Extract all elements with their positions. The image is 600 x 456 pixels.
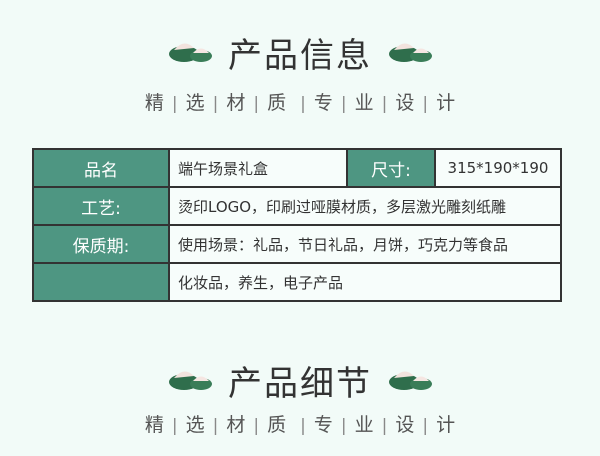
craft-value: 烫印LOGO，印刷过哑膜材质，多层激光雕刻纸雕 (168, 186, 562, 226)
section-title: 产品信息 (228, 36, 372, 76)
table-row: 保质期: 使用场景：礼品，节日礼品，月饼，巧克力等食品 (32, 224, 562, 264)
size-label: 尺寸: (346, 148, 436, 188)
usage-value: 使用场景：礼品，节日礼品，月饼，巧克力等食品 (168, 224, 562, 264)
section-subtitle: 精|选|材|质 |专|业|设|计 (144, 414, 456, 436)
mountain-icon (389, 43, 432, 62)
size-value: 315*190*190 (434, 148, 562, 188)
table-row: 品名 端午场景礼盒 尺寸: 315*190*190 (32, 148, 562, 188)
table-row: 化妆品，养生，电子产品 (32, 262, 562, 302)
name-label: 品名 (32, 148, 170, 188)
mountain-icon (169, 43, 212, 62)
mountain-icon (169, 371, 212, 390)
section-subtitle: 精|选|材|质 |专|业|设|计 (144, 92, 456, 114)
empty-label (32, 262, 170, 302)
name-value: 端午场景礼盒 (168, 148, 348, 188)
mountain-icon (389, 371, 432, 390)
shelf-life-label: 保质期: (32, 224, 170, 264)
usage-value-continued: 化妆品，养生，电子产品 (168, 262, 562, 302)
craft-label: 工艺: (32, 186, 170, 226)
section-title: 产品细节 (228, 364, 372, 404)
table-row: 工艺: 烫印LOGO，印刷过哑膜材质，多层激光雕刻纸雕 (32, 186, 562, 226)
product-info-table: 品名 端午场景礼盒 尺寸: 315*190*190 工艺: 烫印LOGO，印刷过… (32, 148, 562, 302)
